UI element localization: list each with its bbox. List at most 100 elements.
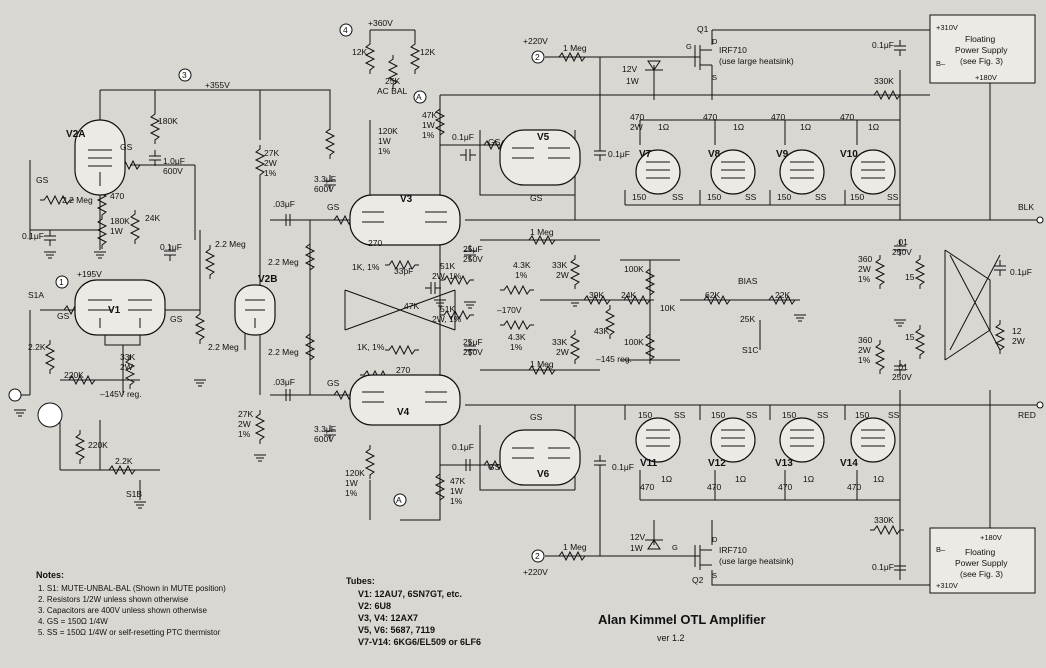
tubes-block: Tubes: V1: 12AU7, 6SN7GT, etc. V2: 6U8 V…	[346, 576, 481, 647]
c-01-ps-b: 0.1μF	[872, 562, 894, 572]
r-33k-a: 33K	[552, 260, 567, 270]
rail-220-top: +220V	[523, 36, 548, 46]
tube-v6	[499, 429, 581, 486]
ps-top-plus: +310V	[936, 23, 958, 32]
r-47k-v6a: 47K	[450, 476, 465, 486]
r-62k: 62K	[705, 290, 720, 300]
r-33k-d: 2W	[556, 347, 569, 357]
tube-line-1: V1: 12AU7, 6SN7GT, etc.	[358, 589, 462, 599]
r-43k-b: 1%	[515, 270, 528, 280]
r-1meg-v5: 1 Meg	[530, 227, 554, 237]
c-01-v6: 0.1μF	[452, 442, 474, 452]
ss-v12: SS	[746, 410, 758, 420]
tube-v7	[635, 149, 681, 195]
r-47k: 47K	[404, 301, 419, 311]
wiring	[20, 29, 1040, 586]
c-33-b: 600V	[314, 184, 334, 194]
label-v10: V10	[840, 149, 858, 160]
r-1ohm-v10: 1Ω	[868, 122, 879, 132]
r-47k-v6b: 1W	[450, 486, 463, 496]
r-180k-1w-b: 1W	[110, 226, 123, 236]
r-51k-b: 2W, 1%	[432, 271, 462, 281]
tube-line-5: V7-V14: 6KG6/EL509 or 6LF6	[358, 637, 481, 647]
gs-v3: GS	[327, 202, 340, 212]
r-120k-d: 120K	[345, 468, 365, 478]
r-2k2-in: 2.2K	[28, 342, 46, 352]
label-v5: V5	[537, 132, 550, 143]
power-supply-bottom: +180V B– Floating Power Supply (see Fig.…	[929, 527, 1036, 594]
c-001-b: 250V	[892, 247, 912, 257]
c-25-d: 250V	[463, 347, 483, 357]
node-markers: 4 3 1 2 2 A A	[8, 23, 545, 563]
zener2-w: 1W	[630, 543, 643, 553]
r-22meg-a: 2.2 Meg	[62, 195, 93, 205]
label-v12: V12	[708, 458, 726, 469]
gs-v6: GS	[488, 462, 501, 472]
rail-360: +360V	[368, 18, 393, 28]
r-12b: 2W	[1012, 336, 1025, 346]
ss-v10: SS	[887, 192, 899, 202]
r-330k-b: 330K	[874, 515, 894, 525]
terminal-blk: BLK	[1018, 202, 1034, 212]
r-180k-1w-a: 180K	[110, 216, 130, 226]
ps-bot-title: Floating	[965, 547, 996, 557]
label-v13: V13	[775, 458, 793, 469]
r-43k-d: 1%	[510, 342, 523, 352]
r-15b: 15	[905, 332, 915, 342]
label-v8: V8	[708, 149, 721, 160]
c-03-b: .03μF	[273, 377, 295, 387]
switch-s1c: S1C	[742, 345, 759, 355]
r-360b: 2W	[858, 264, 871, 274]
r-470-v12: 470	[707, 482, 721, 492]
label-v6: V6	[537, 469, 550, 480]
r-43k: 43K	[594, 326, 609, 336]
r-150-v7: 150	[632, 192, 646, 202]
c-01-q1: 0.1μF	[608, 149, 630, 159]
q2-part: IRF710	[719, 545, 747, 555]
ps-bot-line2: Power Supply	[955, 558, 1008, 568]
c-25-c: 25μF	[463, 337, 483, 347]
r-12k-b: 12K	[420, 47, 435, 57]
r-360c: 1%	[858, 274, 871, 284]
r-120k-c: 1%	[378, 146, 391, 156]
q1-g: G	[686, 42, 692, 51]
ps-top-line2: Power Supply	[955, 45, 1008, 55]
r-120k-f: 1%	[345, 488, 358, 498]
c-01-ps-a: 0.1μF	[872, 40, 894, 50]
pot-acbal: AC BAL	[377, 86, 408, 96]
r-100k-a: 100K	[624, 264, 644, 274]
ps-top-line3: (see Fig. 3)	[960, 56, 1003, 66]
label-v3: V3	[400, 194, 413, 205]
c-001-a: .01	[896, 237, 908, 247]
ss-v7: SS	[672, 192, 684, 202]
ps-bot-rail: +310V	[936, 581, 958, 590]
node-4: 4	[343, 25, 348, 35]
r-33k-v1a: 33K	[120, 352, 135, 362]
c-25-b: 250V	[463, 254, 483, 264]
q1-d: D	[712, 37, 718, 46]
r-24k-b: 24K	[621, 290, 636, 300]
r-33k-b: 2W	[556, 270, 569, 280]
r-360d: 360	[858, 335, 872, 345]
label-v11: V11	[640, 458, 658, 469]
zener2-v: 12V	[630, 532, 645, 542]
switch-s1a: S1A	[28, 290, 44, 300]
gs-v6b: GS	[530, 412, 543, 422]
c-03-a: .03μF	[273, 199, 295, 209]
ss-v13: SS	[817, 410, 829, 420]
c-25-a: 25μF	[463, 244, 483, 254]
q2-s: S	[712, 571, 717, 580]
label-v4: V4	[397, 407, 410, 418]
note-2: 2. Resistors 1/2W unless shown otherwise	[38, 595, 189, 604]
rail-355: +355V	[205, 80, 230, 90]
mosfet-q2	[645, 539, 712, 570]
r-1ohm-v13: 1Ω	[803, 474, 814, 484]
label-v9: V9	[776, 149, 789, 160]
ss-v8: SS	[745, 192, 757, 202]
rail-m145b: –145 reg.	[596, 354, 632, 364]
r-27k-b: 2W	[264, 158, 277, 168]
tube-v4	[349, 374, 461, 426]
gs-in: GS	[36, 175, 49, 185]
r-27k-c: 1%	[264, 168, 277, 178]
r-470-v9: 470	[771, 112, 785, 122]
